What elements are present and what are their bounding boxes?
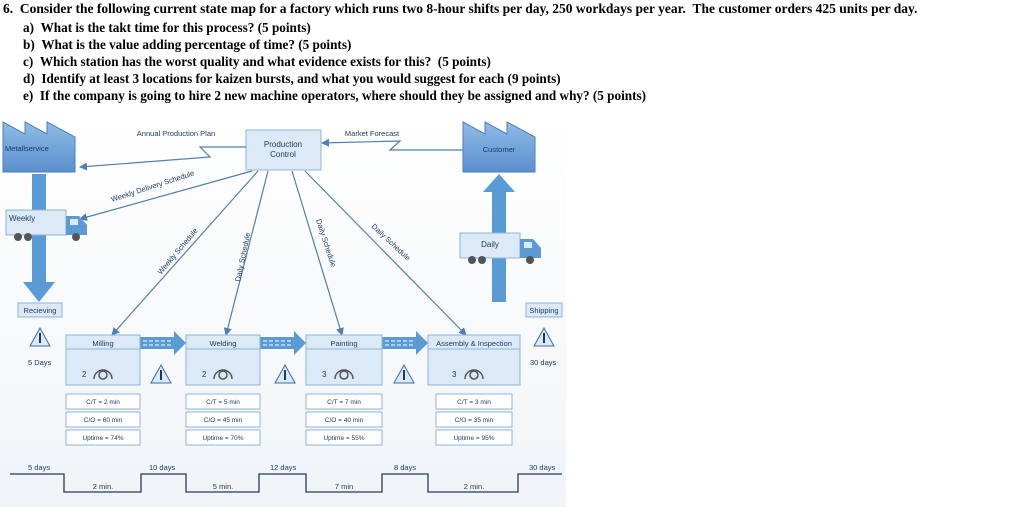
production-control-line2: Control bbox=[270, 150, 296, 159]
timeline-time-1: 2 min. bbox=[93, 482, 113, 491]
weekly-delivery-arrow bbox=[79, 170, 253, 221]
weekly-truck-icon bbox=[5, 209, 87, 241]
process-name: Milling bbox=[92, 339, 113, 348]
timeline-time-3: 7 min bbox=[335, 482, 353, 491]
receiving-box bbox=[17, 302, 63, 318]
question-part-e: e) If the company is going to hire 2 new… bbox=[23, 88, 647, 103]
question-text: 6. Consider the following current state … bbox=[0, 0, 1024, 110]
annual-plan-arrow bbox=[79, 146, 246, 171]
shipping-label: Shipping bbox=[529, 306, 558, 315]
question-part-b: b) What is the value adding percentage o… bbox=[23, 37, 352, 52]
shipping-inventory-label: 30 days bbox=[530, 358, 557, 367]
process-assembly-inspection: Assembly & Inspection 3 C/T = 3 min C/O … bbox=[427, 334, 521, 446]
uptime: Uptime = 70% bbox=[202, 435, 243, 442]
operator-icon bbox=[464, 369, 484, 380]
production-control-line1: Production bbox=[264, 140, 302, 149]
timeline-days-5: 30 days bbox=[529, 463, 556, 472]
shipping-box bbox=[525, 302, 563, 318]
operator-count: 3 bbox=[452, 370, 457, 379]
process-milling: Milling 2 C/T = 2 min C/O = 60 min Uptim… bbox=[65, 334, 141, 446]
timeline-days-2: 10 days bbox=[149, 463, 176, 472]
process-name: Assembly & Inspection bbox=[436, 339, 512, 348]
daily-truck-label: Daily bbox=[481, 240, 499, 249]
process-name: Painting bbox=[330, 339, 357, 348]
map-background bbox=[0, 117, 566, 507]
changeover-time: C/O = 40 min bbox=[325, 417, 364, 424]
timeline-time-2: 5 min. bbox=[213, 482, 233, 491]
process-box bbox=[65, 334, 141, 386]
inventory-painting-assembly-icon bbox=[393, 363, 415, 384]
timeline bbox=[10, 473, 562, 493]
question-part-a: a) What is the takt time for this proces… bbox=[23, 20, 311, 35]
timeline-time-4: 2 min. bbox=[464, 482, 484, 491]
production-control-box bbox=[245, 129, 322, 171]
daily-schedule-painting-arrow bbox=[291, 170, 344, 336]
process-welding: Welding 2 C/T = 5 min C/O = 45 min Uptim… bbox=[185, 334, 261, 446]
push-arrow-3 bbox=[382, 331, 428, 355]
question-part-d: d) Identify at least 3 locations for kai… bbox=[23, 71, 561, 86]
changeover-time: C/O = 60 min bbox=[84, 417, 123, 424]
question-part-c: c) Which station has the worst quality a… bbox=[23, 54, 491, 69]
supplier-shipment-arrow bbox=[23, 174, 55, 302]
timeline-days-1: 5 days bbox=[28, 463, 50, 472]
supplier-factory-icon bbox=[2, 121, 76, 173]
annual-plan-label: Annual Production Plan bbox=[137, 129, 215, 138]
cycle-time: C/T = 7 min bbox=[327, 399, 361, 406]
supplier-label: Metallservice bbox=[5, 144, 49, 153]
value-stream-map: Metallservice Customer Production Contro… bbox=[0, 117, 566, 507]
push-arrow-2 bbox=[260, 331, 306, 355]
operator-count: 2 bbox=[82, 370, 87, 379]
uptime: Uptime = 95% bbox=[453, 435, 494, 442]
cycle-time: C/T = 5 min bbox=[206, 399, 240, 406]
push-arrow-1 bbox=[140, 331, 186, 355]
weekly-truck-label: Weekly bbox=[9, 214, 35, 223]
operator-icon bbox=[334, 369, 354, 380]
daily-schedule-welding-arrow bbox=[223, 170, 269, 336]
receiving-label: Recieving bbox=[24, 306, 57, 315]
process-box bbox=[305, 334, 383, 386]
inventory-receiving-icon bbox=[29, 326, 51, 347]
process-box bbox=[427, 334, 521, 386]
inventory-welding-painting-icon bbox=[274, 363, 296, 384]
process-painting: Painting 3 C/T = 7 min C/O = 40 min Upti… bbox=[305, 334, 383, 446]
cycle-time: C/T = 2 min bbox=[86, 399, 120, 406]
uptime: Uptime = 74% bbox=[82, 435, 123, 442]
receiving-inventory-label: 5 Days bbox=[28, 358, 52, 367]
process-name: Welding bbox=[210, 339, 237, 348]
question-title: 6. Consider the following current state … bbox=[3, 1, 918, 16]
market-forecast-label: Market Forecast bbox=[345, 129, 400, 138]
customer-label: Customer bbox=[483, 145, 516, 154]
operator-count: 3 bbox=[322, 370, 327, 379]
inventory-shipping-icon bbox=[533, 326, 555, 347]
customer-factory-icon bbox=[462, 121, 536, 173]
daily-schedule-assembly-arrow bbox=[304, 170, 467, 336]
inventory-milling-welding-icon bbox=[150, 363, 172, 384]
weekly-schedule-arrow bbox=[111, 170, 259, 336]
operator-icon bbox=[213, 369, 233, 380]
changeover-time: C/O = 45 min bbox=[204, 417, 243, 424]
process-box bbox=[185, 334, 261, 386]
operator-count: 2 bbox=[202, 370, 207, 379]
cycle-time: C/T = 3 min bbox=[457, 399, 491, 406]
operator-icon bbox=[93, 369, 113, 380]
changeover-time: C/O = 35 min bbox=[455, 417, 494, 424]
timeline-days-4: 8 days bbox=[394, 463, 416, 472]
timeline-days-3: 12 days bbox=[270, 463, 297, 472]
uptime: Uptime = 55% bbox=[323, 435, 364, 442]
daily-truck-icon bbox=[459, 232, 541, 264]
market-forecast-arrow bbox=[321, 138, 463, 151]
